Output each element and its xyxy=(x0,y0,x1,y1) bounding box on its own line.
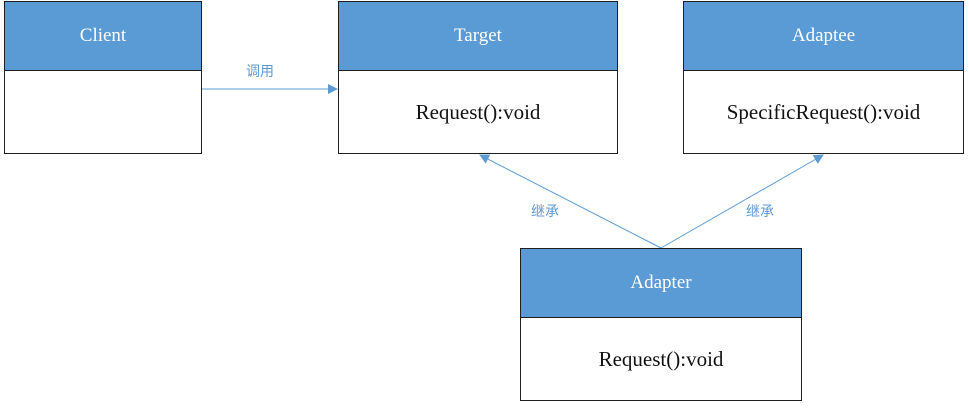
adapter-class-box[interactable]: Adapter Request():void xyxy=(520,248,802,401)
adaptee-class-box[interactable]: Adaptee SpecificRequest():void xyxy=(683,1,964,154)
client-class-body xyxy=(5,71,201,154)
client-class-name: Client xyxy=(5,2,201,71)
inherit-target-label: 继承 xyxy=(531,204,559,220)
target-class-method: Request():void xyxy=(415,100,541,124)
inherit-arrow-target xyxy=(479,154,662,249)
inherit-adaptee-label: 继承 xyxy=(746,204,774,220)
adapter-class-name: Adapter xyxy=(521,249,801,318)
target-class-box[interactable]: Target Request():void xyxy=(338,1,618,154)
adaptee-class-name: Adaptee xyxy=(684,2,963,71)
inherit-arrow-adaptee xyxy=(660,154,824,249)
target-class-name: Target xyxy=(339,2,617,71)
call-relation-label: 调用 xyxy=(246,64,274,80)
client-class-box[interactable]: Client xyxy=(4,1,202,154)
adapter-class-method: Request():void xyxy=(598,347,724,371)
adaptee-class-method: SpecificRequest():void xyxy=(726,100,921,124)
